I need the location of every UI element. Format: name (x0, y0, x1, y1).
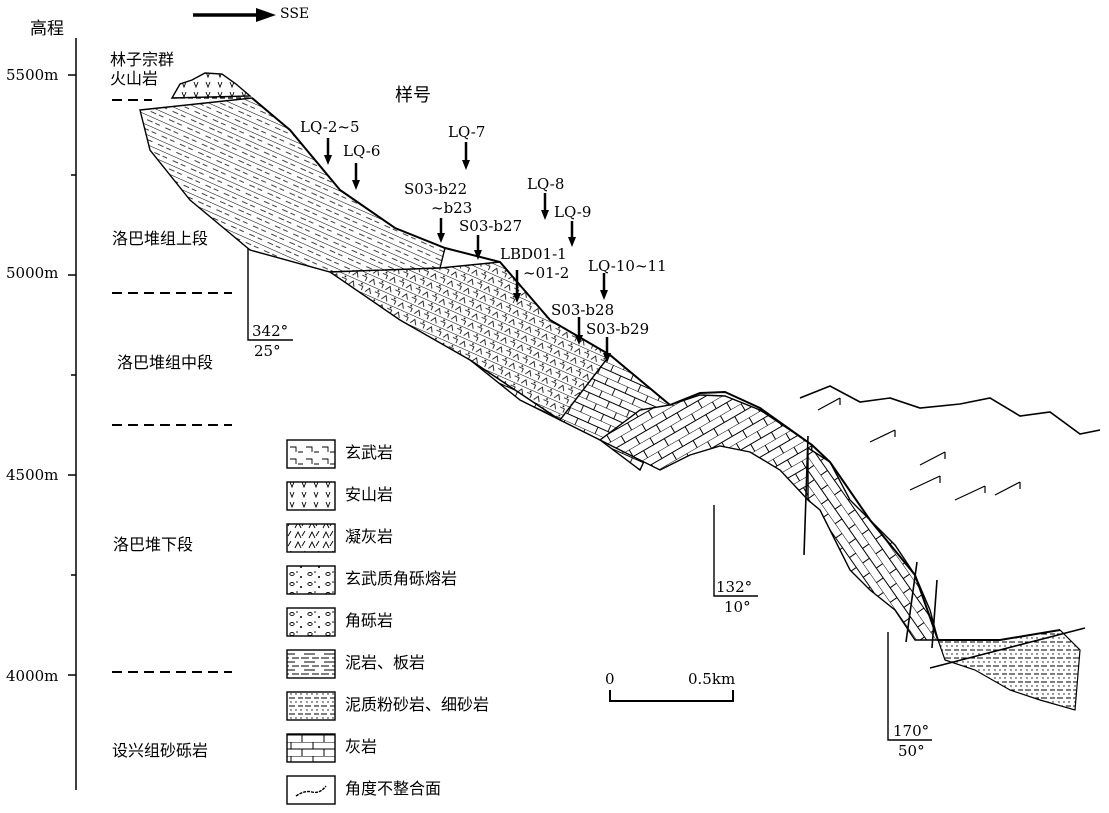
sample-label: S03-b27 (459, 217, 522, 235)
scale-end-label: 0.5km (688, 670, 735, 688)
sample-label: ~b23 (431, 199, 472, 217)
sample-label: LQ-6 (343, 142, 380, 160)
unit-middle-member: 洛巴堆组中段 (117, 354, 213, 372)
legend-label-silty-mudstone: 泥质粉砂岩、细砂岩 (345, 696, 489, 714)
sample-label: LQ-7 (448, 123, 485, 141)
attitude-strike: 342° (252, 322, 288, 340)
folded-shale (938, 630, 1080, 710)
attitude-dip: 50° (898, 742, 925, 760)
sample-arrow-head (462, 160, 470, 170)
sample-label: LQ-8 (527, 175, 564, 193)
overturned-limestone (808, 448, 938, 640)
tick-label-4500: 4500m (6, 466, 58, 484)
sample-label: LQ-9 (554, 203, 591, 221)
unit-shexing: 设兴组砂砾岩 (112, 742, 208, 760)
legend-label-unconformity: 角度不整合面 (345, 780, 441, 798)
attitude-strike: 132° (716, 578, 752, 596)
attitude-dip: 10° (724, 598, 751, 616)
unit-lower-member: 洛巴堆下段 (113, 536, 193, 554)
sample-label: LQ-10~11 (588, 257, 667, 275)
scale-start-label: 0 (605, 670, 615, 688)
unit-linzizong: 林子宗群 火山岩 (110, 50, 174, 88)
unit-upper-member: 洛巴堆组上段 (112, 230, 208, 248)
sample-label: S03-b22 (404, 180, 467, 198)
legend-label-tuff: 凝灰岩 (345, 528, 393, 546)
sample-header: 样号 (395, 87, 431, 105)
sample-label: S03-b28 (551, 301, 614, 319)
sample-arrow-head (324, 155, 332, 165)
sample-arrow-head (437, 233, 445, 243)
tick-label-5500: 5500m (6, 66, 58, 84)
legend-label-mudstone: 泥岩、板岩 (345, 654, 425, 672)
linzizong-volcanic-cap (172, 73, 252, 98)
legend-label-andesite: 安山岩 (345, 486, 393, 504)
tick-label-5000: 5000m (6, 264, 58, 282)
axis-title: 高程 (30, 20, 64, 38)
scale-bar (610, 690, 733, 701)
elevation-axis (68, 38, 76, 790)
direction-arrow (193, 8, 276, 22)
legend-label-limestone: 灰岩 (345, 738, 377, 756)
attitude-dip: 25° (254, 342, 281, 360)
sample-arrow-head (600, 290, 608, 300)
background-mountains (800, 386, 1100, 434)
sample-arrow-head (352, 180, 360, 190)
legend-icons (287, 440, 335, 804)
sample-label: ~01-2 (523, 264, 569, 282)
sample-arrow-head (541, 210, 549, 220)
sample-arrow-head (568, 237, 576, 247)
legend-label-breccia: 角砾岩 (345, 612, 393, 630)
middle-member-strata (330, 262, 610, 420)
sample-label: LQ-2~5 (300, 118, 360, 136)
direction-label: SSE (280, 6, 309, 22)
legend-label-basaltic-breccia: 玄武质角砾熔岩 (345, 570, 457, 588)
sample-label: S03-b29 (586, 320, 649, 338)
legend-label-basalt: 玄武岩 (345, 444, 393, 462)
tick-label-4000: 4000m (6, 667, 58, 685)
attitude-strike: 170° (893, 722, 929, 740)
sample-label: LBD01-1 (500, 245, 567, 263)
background-volcanic-marks (818, 398, 1020, 500)
